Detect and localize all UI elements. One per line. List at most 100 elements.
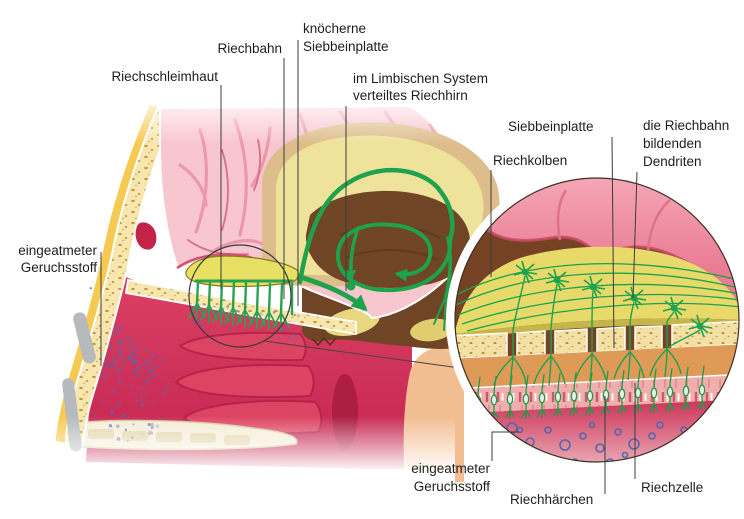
odor-speckle xyxy=(120,356,124,360)
odor-speckle xyxy=(200,323,203,327)
odor-speckle xyxy=(112,356,115,359)
label-riechkolben: Riechkolben xyxy=(493,153,567,168)
odor-speckle xyxy=(118,348,122,352)
odor-speckle xyxy=(114,362,118,365)
inset-brain-creases xyxy=(556,189,671,251)
odor-speckle xyxy=(109,345,113,349)
odor-speckle xyxy=(272,310,276,314)
odor-speckle xyxy=(116,402,119,406)
odor-speckle xyxy=(260,312,263,315)
brainstem-wavy-edge xyxy=(311,336,337,347)
odor-speckle xyxy=(281,328,285,332)
odor-speckle xyxy=(140,388,143,391)
odor-speckle xyxy=(114,364,118,368)
odor-speckle xyxy=(199,312,201,314)
odor-speckle xyxy=(117,340,121,343)
odor-speckle xyxy=(98,396,101,399)
odor-speckle xyxy=(118,322,121,325)
odor-speckle xyxy=(140,375,143,378)
inset-outline xyxy=(454,177,740,463)
odor-speckle xyxy=(126,336,129,340)
odor-speckle xyxy=(121,362,124,365)
label-eingeatmeter-links-1: eingeatmeter xyxy=(18,243,97,258)
odor-speckle xyxy=(120,386,123,390)
odor-speckle xyxy=(154,365,159,369)
odor-speckle xyxy=(165,376,169,381)
odor-speckle xyxy=(143,368,146,371)
riechbahn-pathway xyxy=(294,168,465,331)
odor-speckle xyxy=(119,350,121,353)
odor-speckle xyxy=(102,401,105,404)
odor-speckle xyxy=(123,346,126,350)
odor-speckle xyxy=(109,364,113,369)
odor-speckle xyxy=(204,303,207,307)
odor-speckle xyxy=(130,352,134,356)
label-riechbahn: Riechbahn xyxy=(217,41,282,56)
odor-speckle xyxy=(123,363,126,367)
odor-speckle xyxy=(113,392,116,396)
labels: Riechschleimhaut Riechbahn knöcherne Sie… xyxy=(18,21,729,507)
odor-speckle xyxy=(131,335,135,339)
odor-speckle xyxy=(122,341,125,344)
odor-speckle xyxy=(191,307,194,310)
odor-speckle xyxy=(287,335,291,339)
odor-speckle xyxy=(136,354,139,358)
odor-speckle xyxy=(291,336,293,339)
odor-speckle xyxy=(103,359,107,363)
odor-speckle xyxy=(192,310,195,314)
odor-speckle xyxy=(149,357,153,361)
odor-speckle xyxy=(136,375,140,378)
leader-eingeatmeter-unten xyxy=(491,431,519,461)
odor-speckle xyxy=(151,353,155,358)
odor-speckle xyxy=(119,329,123,333)
odor-speckle xyxy=(115,330,118,333)
odor-speckle xyxy=(139,396,143,399)
top-fade xyxy=(40,90,545,144)
odor-speckle xyxy=(162,379,165,382)
frontal-sinus xyxy=(134,220,158,252)
leader-dendriten xyxy=(632,171,638,299)
odor-speckle xyxy=(227,304,230,307)
label-knoecherne-2: Siebbeinplatte xyxy=(303,39,389,54)
inset-epithelium xyxy=(455,373,739,416)
odor-speckle xyxy=(135,399,139,403)
leader-siebbeinplatte-inset xyxy=(611,136,615,349)
odor-speckle xyxy=(153,406,155,409)
label-eingeatmeter-links-2: Geruchsstoff xyxy=(21,260,98,275)
odor-speckle xyxy=(114,333,118,337)
odor-speckle xyxy=(137,364,140,367)
odor-speckle xyxy=(281,316,283,318)
odor-speckle xyxy=(100,374,104,377)
odor-speckle xyxy=(136,366,140,371)
odor-speckle xyxy=(130,350,133,352)
odor-speckle xyxy=(150,362,154,367)
odor-speckle xyxy=(106,370,109,374)
odor-speckle xyxy=(94,414,97,417)
odor-speckle xyxy=(228,328,231,331)
odor-speckle xyxy=(119,339,124,343)
odor-speckle xyxy=(112,412,116,416)
odor-speckle xyxy=(222,307,225,310)
odor-speckle xyxy=(118,379,122,383)
odor-speckle xyxy=(158,356,163,361)
odor-speckle xyxy=(252,331,254,333)
odor-speckle xyxy=(111,389,115,393)
label-riechzelle: Riechzelle xyxy=(641,480,703,495)
odor-speckle xyxy=(215,310,219,314)
odor-speckle xyxy=(285,329,288,333)
odor-speckle xyxy=(160,403,162,406)
odor-speckle xyxy=(296,337,299,340)
odor-speckle xyxy=(294,334,297,337)
odor-speckle xyxy=(137,373,140,376)
odor-speckle xyxy=(195,308,198,310)
odor-speckle xyxy=(99,398,102,400)
temporal-structure xyxy=(410,318,454,342)
label-riechschleimhaut: Riechschleimhaut xyxy=(111,69,218,84)
odor-speckle xyxy=(89,287,92,290)
label-siebbeinplatte-inset: Siebbeinplatte xyxy=(508,119,594,134)
odor-speckle xyxy=(127,343,130,346)
odor-speckle xyxy=(121,375,124,378)
odor-speckle xyxy=(153,400,156,403)
bottom-fade xyxy=(28,416,455,519)
label-eingeatmeter-unten-1: eingeatmeter xyxy=(411,461,490,476)
